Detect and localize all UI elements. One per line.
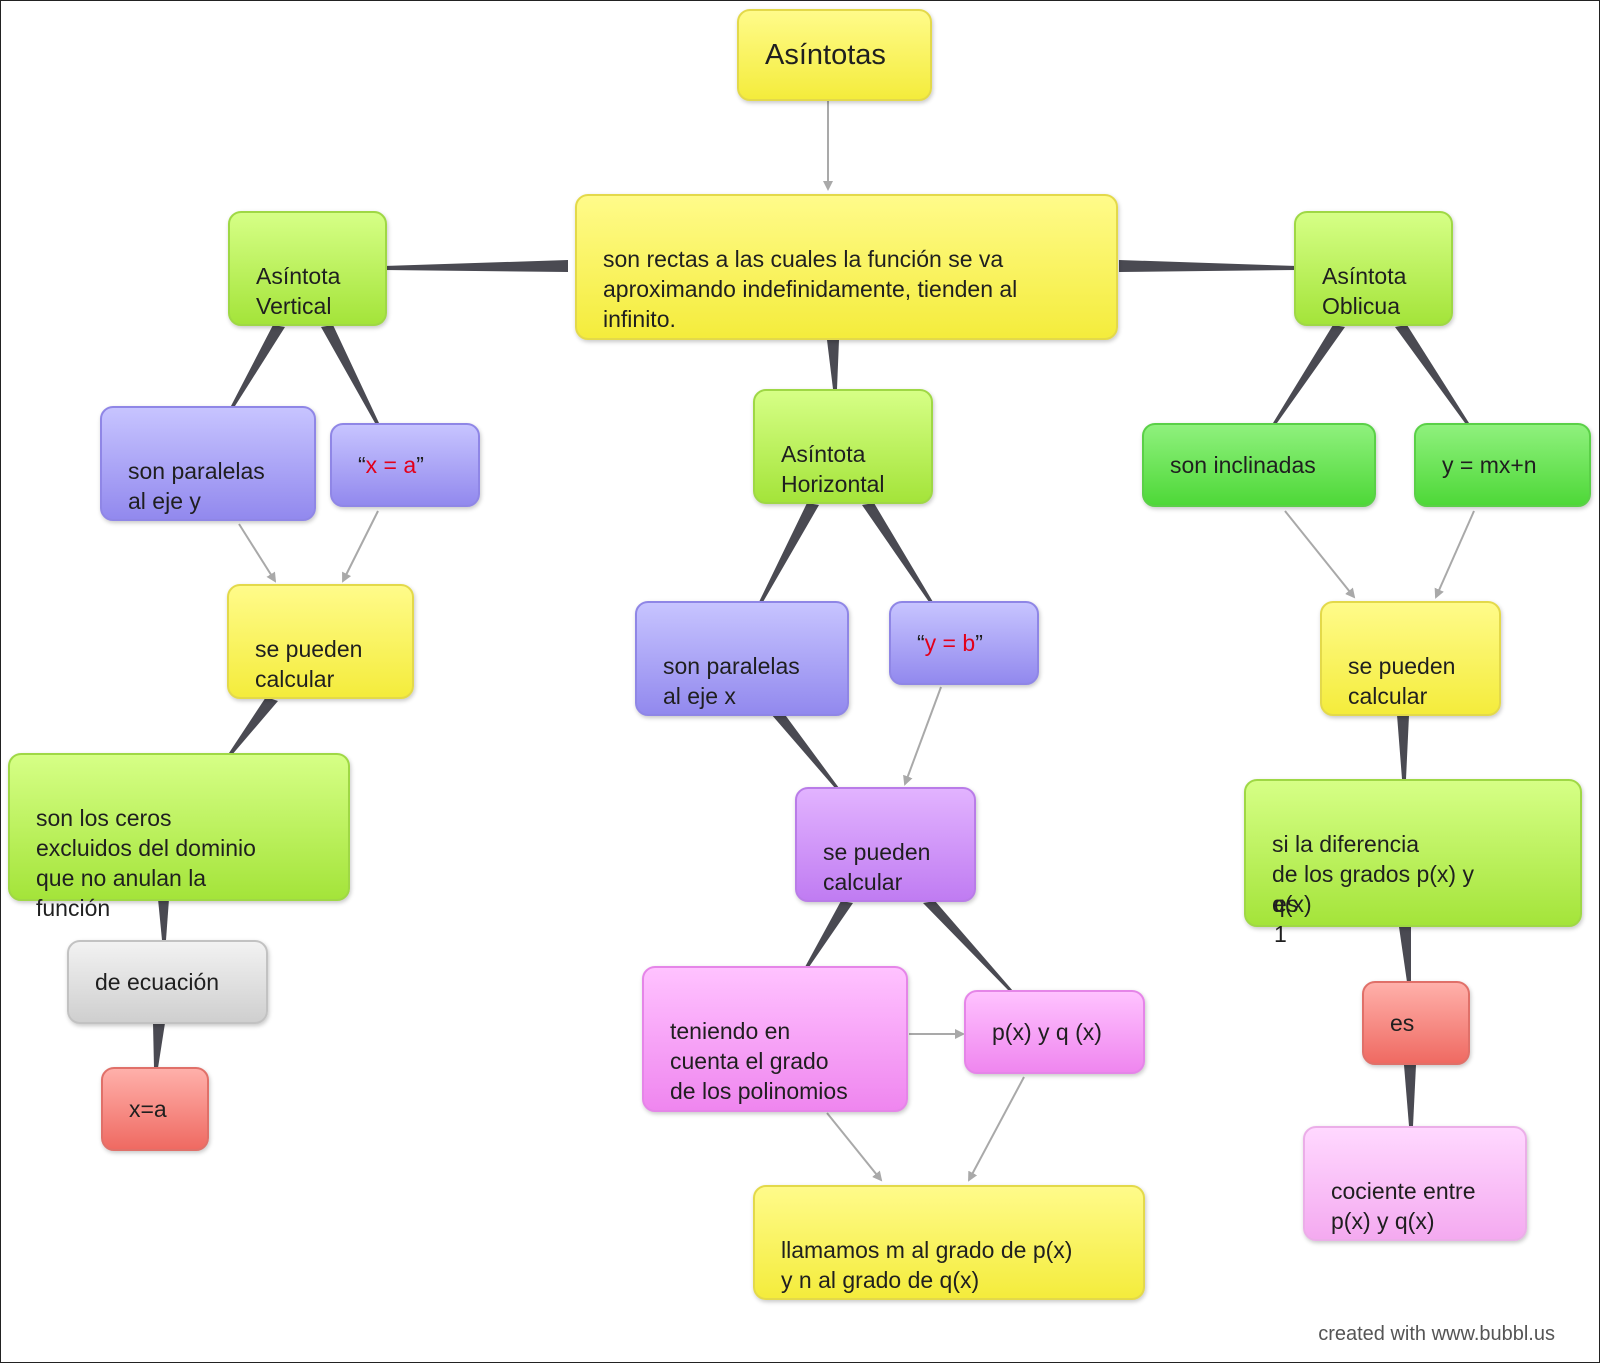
connector-definition-horizontal [827, 340, 839, 389]
vertical-calc-node[interactable]: se pueden calcular [227, 584, 414, 699]
connector-calc-degree [805, 901, 853, 967]
degree-node[interactable]: teniendo en cuenta el grado de los polin… [642, 966, 908, 1112]
connector-horizontal-eq [862, 503, 933, 602]
condition-node[interactable]: si la diferencia de los grados p(x) y q(… [1244, 779, 1582, 947]
condition-overlap-b: es 1 [1274, 891, 1299, 947]
connector-equation-label-equation [153, 1023, 165, 1068]
arrow-polys-naming [968, 1076, 1025, 1182]
oblique-calc-label: se pueden calcular [1348, 653, 1456, 709]
naming-label: llamamos m al grado de p(x) y n al grado… [781, 1237, 1073, 1293]
vertical-equation-value: x = a [365, 452, 417, 478]
polynomials-node[interactable]: p(x) y q (x) [964, 990, 1145, 1074]
horizontal-calc-label: se pueden calcular [823, 839, 931, 895]
oblique-asymptote-label: Asíntota Oblicua [1322, 263, 1407, 319]
horizontal-equation-value: y = b [924, 630, 976, 656]
naming-node[interactable]: llamamos m al grado de p(x) y n al grado… [753, 1185, 1145, 1300]
vertical-calc-label: se pueden calcular [255, 636, 363, 692]
connector-is-quotient [1404, 1065, 1416, 1126]
footer-credit: created with www.bubbl.us [1318, 1323, 1555, 1345]
connector-definition-vertical [384, 260, 568, 272]
connector-zeros-equation-label [158, 899, 169, 940]
polynomials-label: p(x) y q (x) [992, 1019, 1102, 1045]
definition-label: son rectas a las cuales la función se va… [603, 246, 1018, 332]
connector-parallel-calc [771, 712, 839, 788]
condition-label: si la diferencia de los grados p(x) y [1272, 831, 1474, 887]
arrow-degree-naming [826, 1112, 883, 1182]
vertical-equation-label: “x = a” [358, 450, 424, 480]
horizontal-equation-label: “y = b” [917, 628, 983, 658]
condition-overlap-a: q(x) [1272, 891, 1312, 917]
connector-vertical-parallel [231, 325, 285, 406]
arrow-equation-calc [1434, 510, 1475, 599]
quote-open: “ [358, 452, 366, 478]
vertical-parallel-label: son paralelas al eje y [128, 458, 265, 514]
arrow-inclined-calc [1284, 510, 1356, 599]
vertical-parallel-node[interactable]: son paralelas al eje y [100, 406, 316, 521]
connector-definition-oblique [1119, 260, 1297, 272]
equation-label-node[interactable]: de ecuación [67, 940, 268, 1024]
connector-calc-polys [923, 901, 1013, 991]
definition-node[interactable]: son rectas a las cuales la función se va… [575, 194, 1118, 340]
horizontal-asymptote-label: Asíntota Horizontal [781, 441, 885, 497]
quote-close: ” [975, 630, 983, 656]
vertical-equation-node[interactable]: “x = a” [330, 423, 480, 507]
quote-close: ” [416, 452, 424, 478]
oblique-equation-node[interactable]: y = mx+n [1414, 423, 1591, 507]
connector-oblique-equation [1395, 325, 1469, 423]
oblique-calc-node[interactable]: se pueden calcular [1320, 601, 1501, 716]
vertical-equation-result-node[interactable]: x=a [101, 1067, 209, 1151]
vertical-zeros-node[interactable]: son los ceros excluidos del dominio que … [8, 753, 350, 921]
vertical-asymptote-label: Asíntota Vertical [256, 263, 341, 319]
arrow-veq-calc [342, 510, 379, 583]
horizontal-calc-node[interactable]: se pueden calcular [795, 787, 976, 902]
degree-label: teniendo en cuenta el grado de los polin… [670, 1018, 848, 1104]
connector-vertical-eq [321, 325, 379, 423]
quotient-node[interactable]: cociente entre p(x) y q(x) [1303, 1126, 1527, 1241]
is-label: es [1390, 1010, 1415, 1036]
oblique-asymptote-node[interactable]: Asíntota Oblicua [1294, 211, 1453, 326]
vertical-equation-result-label: x=a [129, 1096, 167, 1122]
horizontal-parallel-label: son paralelas al eje x [663, 653, 800, 709]
connector-horizontal-parallel [759, 503, 819, 602]
oblique-equation-label: y = mx+n [1442, 452, 1537, 478]
equation-label-text: de ecuación [95, 969, 220, 995]
quotient-label: cociente entre p(x) y q(x) [1331, 1178, 1476, 1234]
oblique-inclined-node[interactable]: son inclinadas [1142, 423, 1376, 507]
connector-condition-is [1399, 927, 1411, 982]
connector-oblique-inclined [1273, 325, 1345, 423]
condition-overlap-text: q(x)es 1 [1272, 889, 1312, 947]
vertical-asymptote-node[interactable]: Asíntota Vertical [228, 211, 387, 326]
connector-vertical-calc-zeros [227, 697, 278, 756]
horizontal-asymptote-node[interactable]: Asíntota Horizontal [753, 389, 933, 504]
vertical-zeros-label: son los ceros excluidos del dominio que … [36, 805, 256, 921]
horizontal-parallel-node[interactable]: son paralelas al eje x [635, 601, 849, 716]
horizontal-equation-node[interactable]: “y = b” [889, 601, 1039, 685]
is-node[interactable]: es [1362, 981, 1470, 1065]
connector-oblique-calc-condition [1397, 715, 1409, 779]
oblique-inclined-label: son inclinadas [1170, 452, 1316, 478]
arrow-vparallel-calc [238, 523, 277, 583]
quote-open: “ [917, 630, 925, 656]
arrow-heq-calc [903, 686, 942, 786]
title-node[interactable]: Asíntotas [737, 9, 932, 101]
title-label: Asíntotas [765, 39, 886, 71]
